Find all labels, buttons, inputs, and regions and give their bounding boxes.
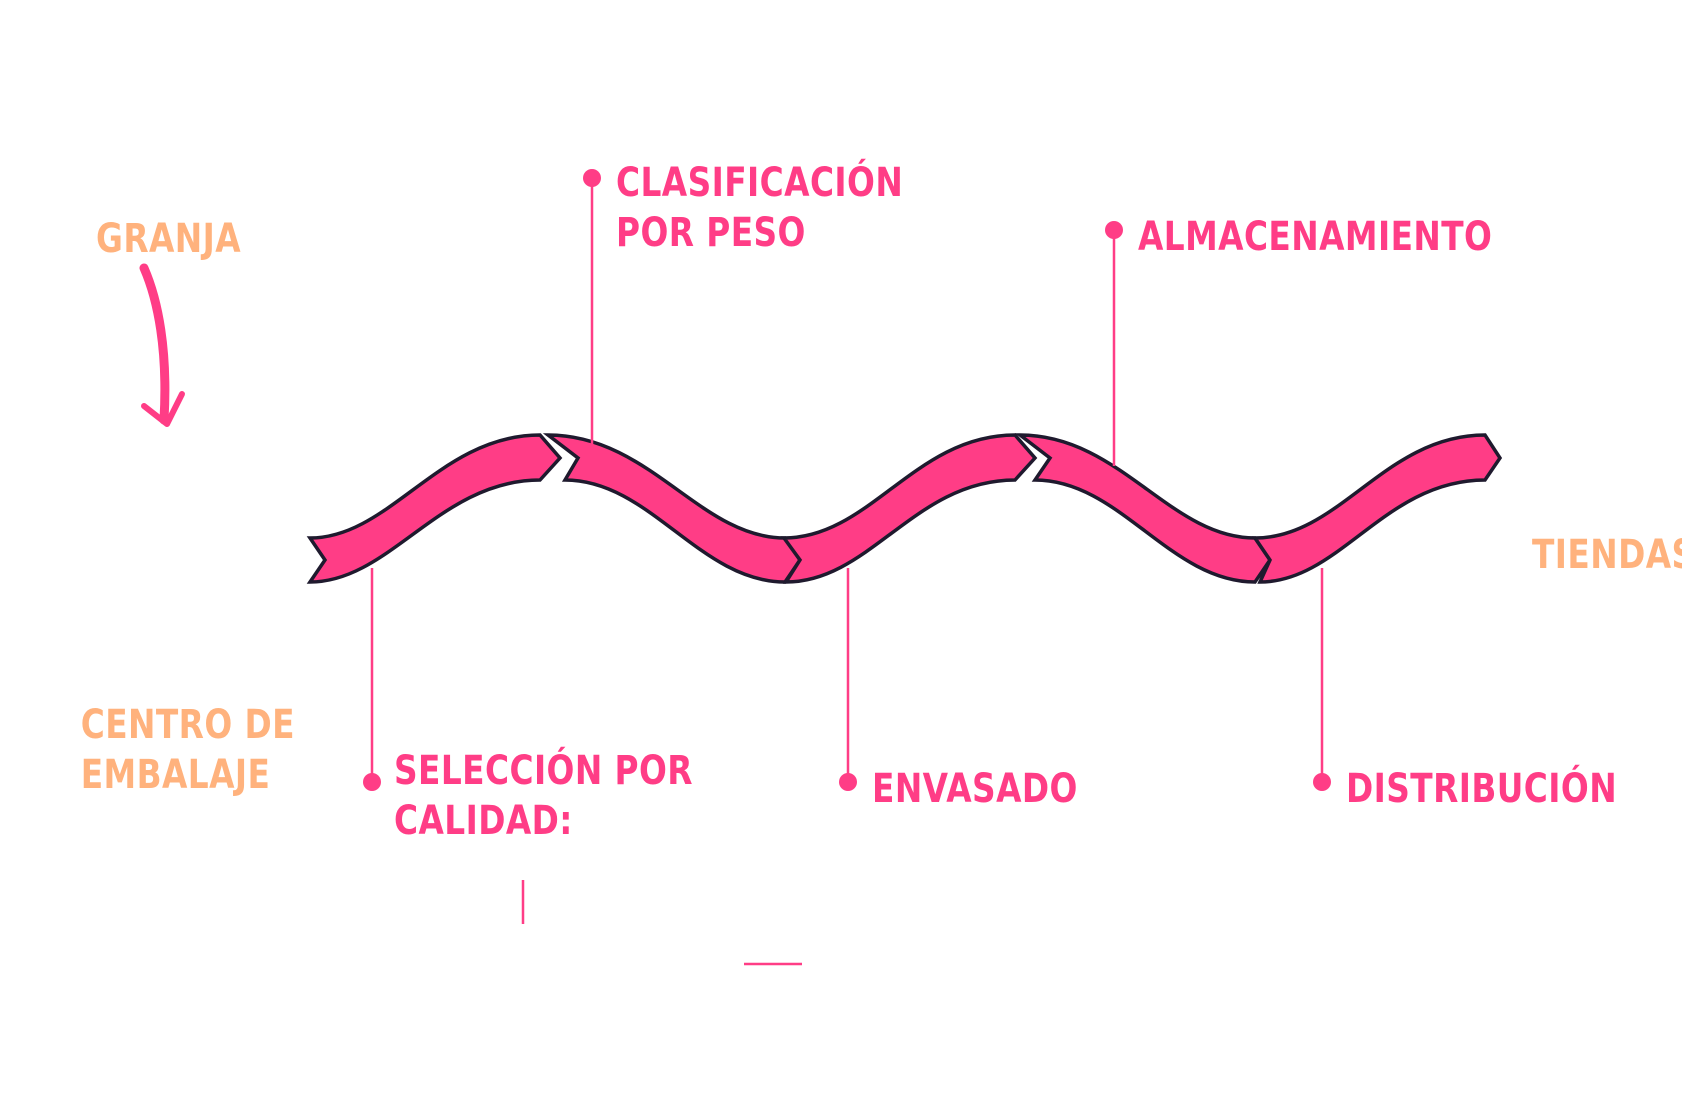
- step-envasado-text: ENVASADO: [872, 766, 1078, 812]
- label-tiendas-text: TIENDAS: [1532, 532, 1682, 578]
- down-arrow-icon: [139, 263, 185, 427]
- label-centro-line1: CENTRO DE: [80, 702, 295, 748]
- label-centro-embalaje: CENTRO DE EMBALAJE: [80, 700, 295, 800]
- label-centro-line2: EMBALAJE: [80, 752, 271, 798]
- dot-clasificacion: [583, 169, 601, 187]
- step-seleccion: SELECCIÓN POR CALIDAD:: [394, 746, 693, 846]
- label-granja-text: GRANJA: [96, 216, 242, 262]
- ribbon-segment-2: [542, 433, 803, 584]
- label-tiendas: TIENDAS: [1532, 530, 1682, 580]
- step-clasificacion-line1: CLASIFICACIÓN: [616, 160, 904, 206]
- ribbon-wave: [306, 433, 1503, 584]
- ribbon-segment-4: [1014, 433, 1273, 584]
- dot-envasado: [839, 773, 857, 791]
- step-clasificacion: CLASIFICACIÓN POR PESO: [616, 158, 903, 258]
- step-almacenamiento: ALMACENAMIENTO: [1138, 212, 1492, 262]
- dot-almacenamiento: [1105, 221, 1123, 239]
- ribbon-segment-5: [1251, 433, 1503, 584]
- step-seleccion-line1: SELECCIÓN POR: [394, 748, 693, 794]
- step-distribucion-text: DISTRIBUCIÓN: [1346, 766, 1618, 812]
- ribbon-segment-3: [780, 433, 1038, 584]
- label-granja: GRANJA: [96, 214, 241, 264]
- step-clasificacion-line2: POR PESO: [616, 210, 806, 256]
- ribbon-segment-1: [306, 433, 563, 584]
- step-distribucion: DISTRIBUCIÓN: [1346, 764, 1617, 814]
- step-almacenamiento-text: ALMACENAMIENTO: [1138, 214, 1493, 260]
- step-seleccion-line2: CALIDAD:: [394, 798, 573, 844]
- dot-distribucion: [1313, 773, 1331, 791]
- dot-seleccion: [363, 773, 381, 791]
- connectors: [363, 169, 1331, 966]
- step-envasado: ENVASADO: [872, 764, 1078, 814]
